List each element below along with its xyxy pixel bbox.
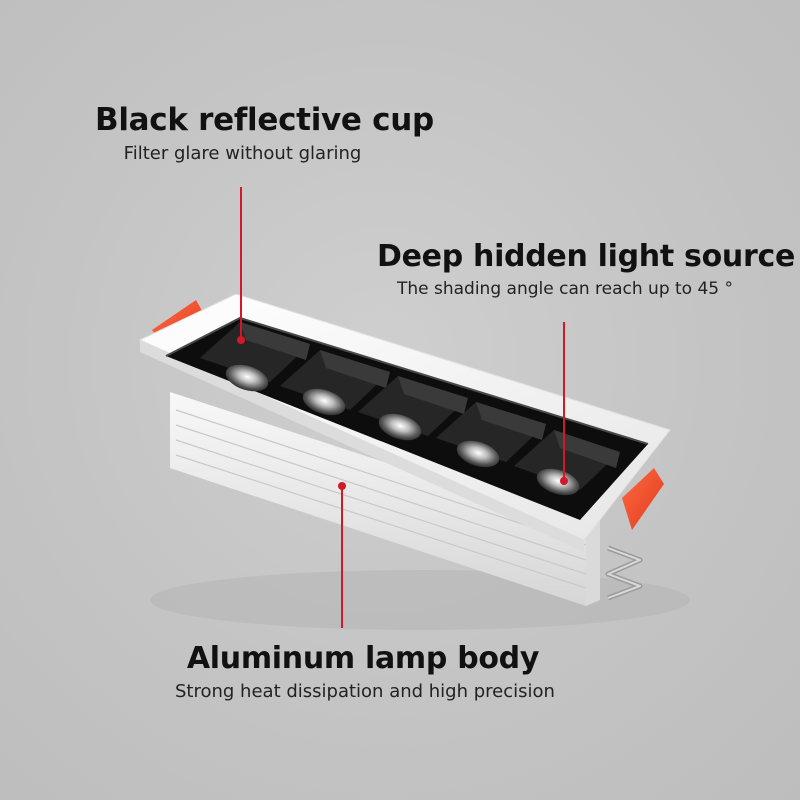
callout-title: Deep hidden light source: [377, 239, 795, 274]
aluminum-lamp-body: [170, 392, 586, 606]
pointer-lines: [237, 187, 568, 628]
heat-sink-fins: [175, 409, 587, 589]
reflective-cup-1: [200, 322, 310, 392]
callout-aluminum-lamp-body: Aluminum lamp body Strong heat dissipati…: [175, 641, 555, 702]
body-end-cap: [586, 520, 600, 606]
reflective-cup-5: [514, 430, 620, 496]
callout-subtitle: Filter glare without glaring: [123, 143, 362, 165]
led-lens-4: [456, 440, 500, 468]
callout-title: Aluminum lamp body: [186, 641, 540, 676]
mounting-clip-right: [622, 468, 664, 530]
frame-front-edge: [140, 340, 584, 552]
callout-title: Black reflective cup: [95, 102, 434, 138]
led-lens-5: [536, 468, 580, 496]
reflective-cup-2: [280, 350, 390, 416]
callout-subtitle: The shading angle can reach up to 45 °: [396, 279, 734, 299]
callout-subtitle: Strong heat dissipation and high precisi…: [175, 681, 555, 702]
led-lens-2: [302, 388, 346, 416]
reflective-cup-3: [358, 376, 468, 441]
led-lens-1: [225, 364, 269, 392]
callout-black-reflective-cup: Black reflective cup Filter glare withou…: [95, 102, 434, 165]
spring-clip-right: [605, 545, 643, 601]
reflective-cup-4: [436, 402, 546, 468]
pointer-dot-source: [560, 477, 568, 485]
reflective-cup-array: [200, 322, 620, 496]
pointer-dot-body: [338, 482, 346, 490]
callout-deep-hidden-light-source: Deep hidden light source The shading ang…: [377, 239, 795, 299]
pointer-dot-cup: [237, 336, 245, 344]
led-lens-3: [378, 413, 422, 441]
